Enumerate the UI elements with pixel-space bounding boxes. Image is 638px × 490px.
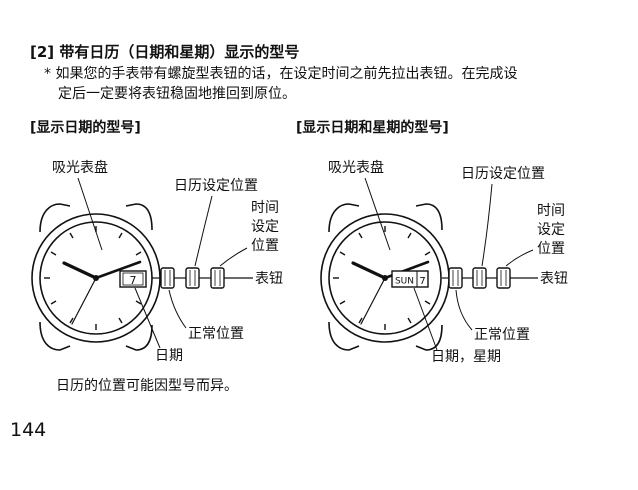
- right-label-dial: 吸光表盘: [328, 160, 384, 176]
- left-center-pin: [93, 275, 99, 281]
- right-label-crown: 表钮: [540, 271, 568, 287]
- right-label-calendar-position: 日历设定位置: [461, 166, 545, 182]
- left-date-value: 7: [130, 274, 137, 287]
- left-label-dial: 吸光表盘: [52, 160, 108, 176]
- right-label-time-1: 时间: [537, 203, 565, 219]
- right-hour-markers: [333, 226, 431, 330]
- left-label-normal-position: 正常位置: [188, 326, 244, 342]
- right-day-date-window: [391, 270, 429, 288]
- left-date-window: [119, 270, 147, 288]
- left-label-date: 日期: [155, 348, 183, 364]
- right-label-day-date: 日期，星期: [431, 349, 501, 365]
- left-label-crown: 表钮: [255, 271, 283, 287]
- right-label-time-3: 位置: [537, 241, 565, 257]
- right-leader-lines: [364, 177, 534, 351]
- right-diagram-title: [显示日期和星期的型号]: [296, 120, 449, 136]
- left-label-calendar-position: 日历设定位置: [174, 178, 258, 194]
- footer-note: 日历的位置可能因型号而异。: [56, 378, 238, 394]
- left-label-time-3: 位置: [251, 238, 279, 254]
- left-label-time-1: 时间: [251, 200, 279, 216]
- note-line-2: 定后一定要将表钮稳固地推回到原位。: [58, 86, 296, 102]
- left-leader-lines: [77, 177, 248, 349]
- right-watch-case: [320, 203, 450, 351]
- right-center-pin: [382, 275, 388, 281]
- right-label-normal-position: 正常位置: [474, 327, 530, 343]
- right-day-value: SUN: [395, 277, 414, 287]
- right-label-time-2: 设定: [537, 222, 565, 238]
- left-label-time-2: 设定: [251, 219, 279, 235]
- left-watch-hands: [62, 260, 142, 325]
- right-date-value: 7: [419, 276, 425, 287]
- section-heading: [2] 带有日历（日期和星期）显示的型号: [30, 43, 300, 61]
- note-line-1: * 如果您的手表带有螺旋型表钮的话，在设定时间之前先拉出表钮。在完成设: [44, 66, 518, 82]
- left-diagram-title: [显示日期的型号]: [30, 120, 141, 136]
- page-number: 144: [10, 419, 47, 441]
